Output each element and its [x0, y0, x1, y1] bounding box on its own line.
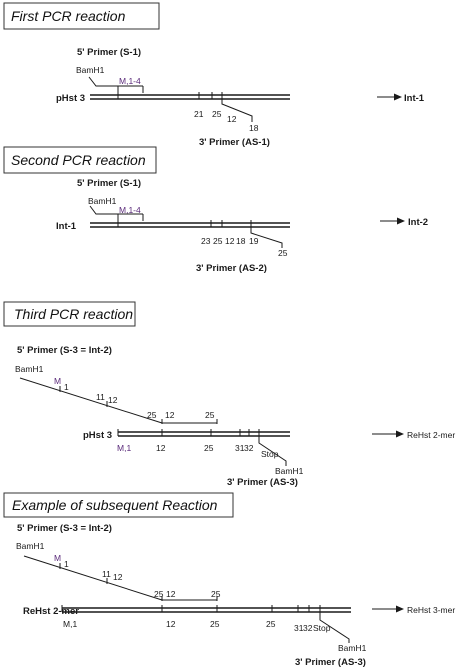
template-label: pHst 3 [56, 93, 85, 104]
template-label: Int-1 [56, 221, 77, 232]
primer-tick-label: 11 [102, 569, 111, 579]
three-prime-primer-label: 3' Primer (AS-3) [227, 477, 298, 488]
template-tick-label: Stop [261, 449, 279, 459]
bamh1-site-label: BamH1 [15, 364, 44, 374]
forward-primer-line [88, 76, 119, 93]
template-tick-label: 25 [210, 619, 220, 629]
reverse-primer-line [258, 436, 287, 466]
five-prime-primer-label: 5' Primer (S-1) [77, 47, 141, 58]
template-tick-label: 31 [294, 623, 304, 633]
tick-label: 18 [236, 236, 246, 246]
panel-title-box [3, 301, 136, 327]
three-prime-primer-label: 3' Primer (AS-2) [196, 263, 267, 274]
panel-first-pcr: First PCR reaction 5' Primer (S-1) BamH1… [3, 2, 425, 148]
primer-tick-label: 12 [113, 572, 123, 582]
template-tick-label: 12 [156, 443, 166, 453]
bamh1-site-label: BamH1 [88, 196, 117, 206]
primer-tick-label: 25 [211, 589, 221, 599]
template-tick-label: M,1 [117, 443, 131, 453]
primer-tick-label: 25 [205, 410, 215, 420]
m-subscript: 1 [64, 559, 69, 569]
template-tick-label: Stop [313, 623, 331, 633]
product-label: ReHst 3-mer [407, 605, 455, 615]
reverse-primer-line [319, 612, 350, 643]
primer-tick-label: 12 [165, 410, 175, 420]
bamh1-site3-label: BamH1 [338, 643, 367, 653]
m-label: M [54, 376, 61, 386]
panel-third-pcr: Third PCR reaction 5' Primer (S-3 = Int-… [3, 301, 455, 488]
product-label: Int-1 [404, 93, 425, 104]
panel-title: Third PCR reaction [14, 306, 133, 322]
template-tick-label: 25 [266, 619, 276, 629]
panel-title: Second PCR reaction [11, 152, 146, 168]
panel-title: First PCR reaction [11, 8, 126, 24]
tick-label: 12 [227, 114, 237, 124]
three-prime-primer-label: 3' Primer (AS-1) [199, 137, 270, 148]
primer-tick-label: 11 [96, 392, 105, 402]
template-tick-label: 25 [204, 443, 214, 453]
template-tick-label: 32 [303, 623, 313, 633]
tick-label: 25 [213, 236, 223, 246]
bamh1-site3-label: BamH1 [275, 466, 304, 476]
panel-title-box [3, 146, 157, 174]
reverse-primer-line [250, 227, 283, 248]
tick-label: 21 [194, 109, 204, 119]
template-tick-label: 12 [166, 619, 176, 629]
primer-tick-label: 12 [166, 589, 176, 599]
forward-primer-diagonal [19, 377, 163, 424]
motif-label: M,1-4 [119, 205, 141, 215]
template-label: pHst 3 [83, 430, 112, 441]
reverse-primer-line [221, 99, 253, 122]
template-label: ReHst 2-mer [23, 606, 79, 617]
template-tick-label: M,1 [63, 619, 77, 629]
forward-primer-line [89, 205, 119, 221]
five-prime-primer-label: 5' Primer (S-3 = Int-2) [17, 523, 112, 534]
panel-title: Example of subsequent Reaction [12, 497, 218, 513]
tick-label: 25 [212, 109, 222, 119]
primer-tick-label: 25 [147, 410, 157, 420]
m-label: M [54, 553, 61, 563]
product-label: ReHst 2-mer [407, 430, 455, 440]
primer-tick-label: 12 [108, 395, 118, 405]
motif-label: M,1-4 [119, 76, 141, 86]
five-prime-primer-label: 5' Primer (S-1) [77, 178, 141, 189]
panel-subsequent-reaction: Example of subsequent Reaction 5' Primer… [3, 492, 455, 668]
panel-title-box [3, 2, 160, 30]
tick-label: 12 [225, 236, 235, 246]
primer-tick-label: 25 [154, 589, 164, 599]
bamh1-site-label: BamH1 [76, 65, 105, 75]
bamh1-site-label: BamH1 [16, 541, 45, 551]
template-tick-label: 32 [244, 443, 254, 453]
panel-title-box [3, 492, 234, 518]
panel-second-pcr: Second PCR reaction 5' Primer (S-1) BamH… [3, 146, 428, 274]
tick-label: 23 [201, 236, 211, 246]
three-prime-primer-label: 3' Primer (AS-3) [295, 657, 366, 668]
tick-label: 18 [249, 123, 259, 133]
forward-primer-diagonal [23, 555, 163, 601]
tick-label: 19 [249, 236, 259, 246]
five-prime-primer-label: 5' Primer (S-3 = Int-2) [17, 345, 112, 356]
template-tick-label: 31 [235, 443, 245, 453]
tick-label: 25 [278, 248, 288, 258]
m-subscript: 1 [64, 382, 69, 392]
product-label: Int-2 [408, 217, 428, 228]
